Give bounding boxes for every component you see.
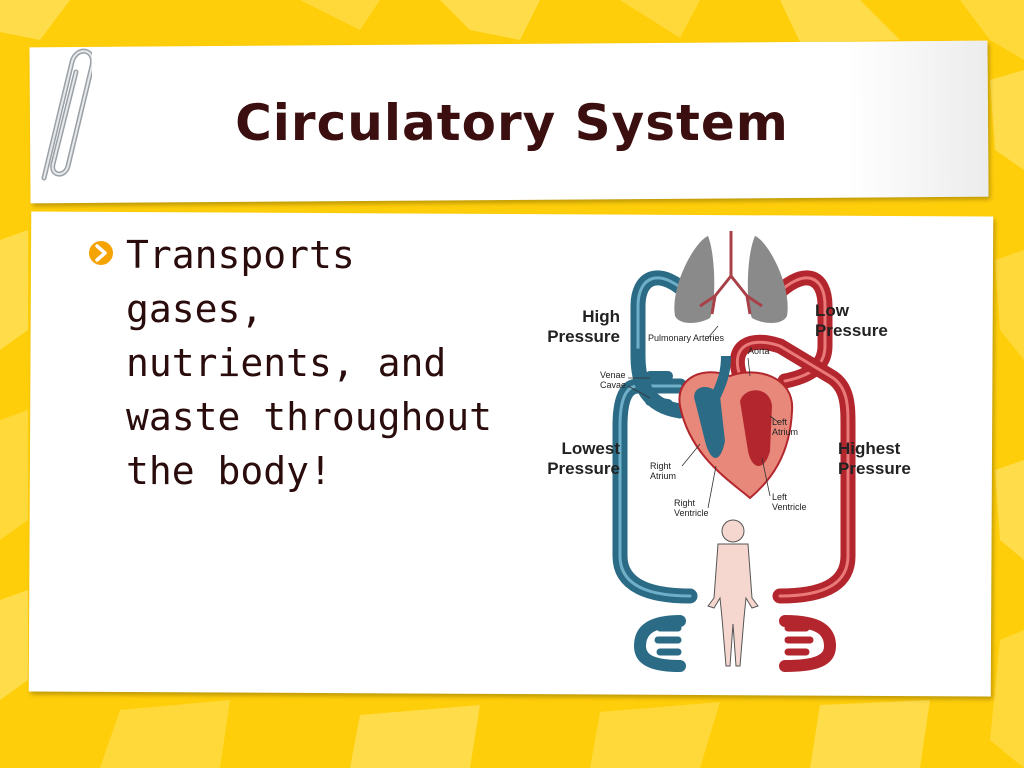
venae-cavae-label-1: Venae (600, 370, 626, 380)
high-pressure-label-1: High (582, 307, 620, 326)
right-ventricle-label-2: Ventricle (674, 508, 709, 518)
bullet-text: Transports gases, nutrients, and waste t… (126, 233, 493, 493)
slide-title: Circulatory System (235, 94, 789, 152)
aorta-label: Aorta (748, 346, 770, 356)
lungs (674, 231, 788, 323)
human-body (707, 519, 759, 667)
right-atrium-label-1: Right (650, 461, 672, 471)
lowest-pressure-label-1: Lowest (561, 439, 620, 458)
circle-arrow-right-icon (89, 241, 113, 265)
pulmonary-arteries-label: Pulmonary Arteries (648, 333, 725, 343)
venae-cavae-label-2: Cavae (600, 380, 626, 390)
highest-pressure-label-2: Pressure (838, 459, 911, 478)
oxygenated-circuit (729, 270, 856, 672)
right-ventricle-label-1: Right (674, 498, 696, 508)
low-pressure-label-1: Low (815, 301, 850, 320)
left-ventricle-label-2: Ventricle (772, 502, 807, 512)
right-atrium-label-2: Atrium (650, 471, 676, 481)
highest-pressure-label-1: Highest (838, 439, 901, 458)
left-ventricle-label-1: Left (772, 492, 788, 502)
lowest-pressure-label-2: Pressure (547, 459, 620, 478)
low-pressure-label-2: Pressure (815, 321, 888, 340)
left-atrium-label-2: Atrium (772, 427, 798, 437)
paperclip-icon (41, 48, 92, 181)
circulatory-diagram: High Pressure Low Pressure Lowest Pressu… (547, 231, 911, 672)
left-atrium-label-1: Left (772, 417, 788, 427)
high-pressure-label-2: Pressure (547, 327, 620, 346)
